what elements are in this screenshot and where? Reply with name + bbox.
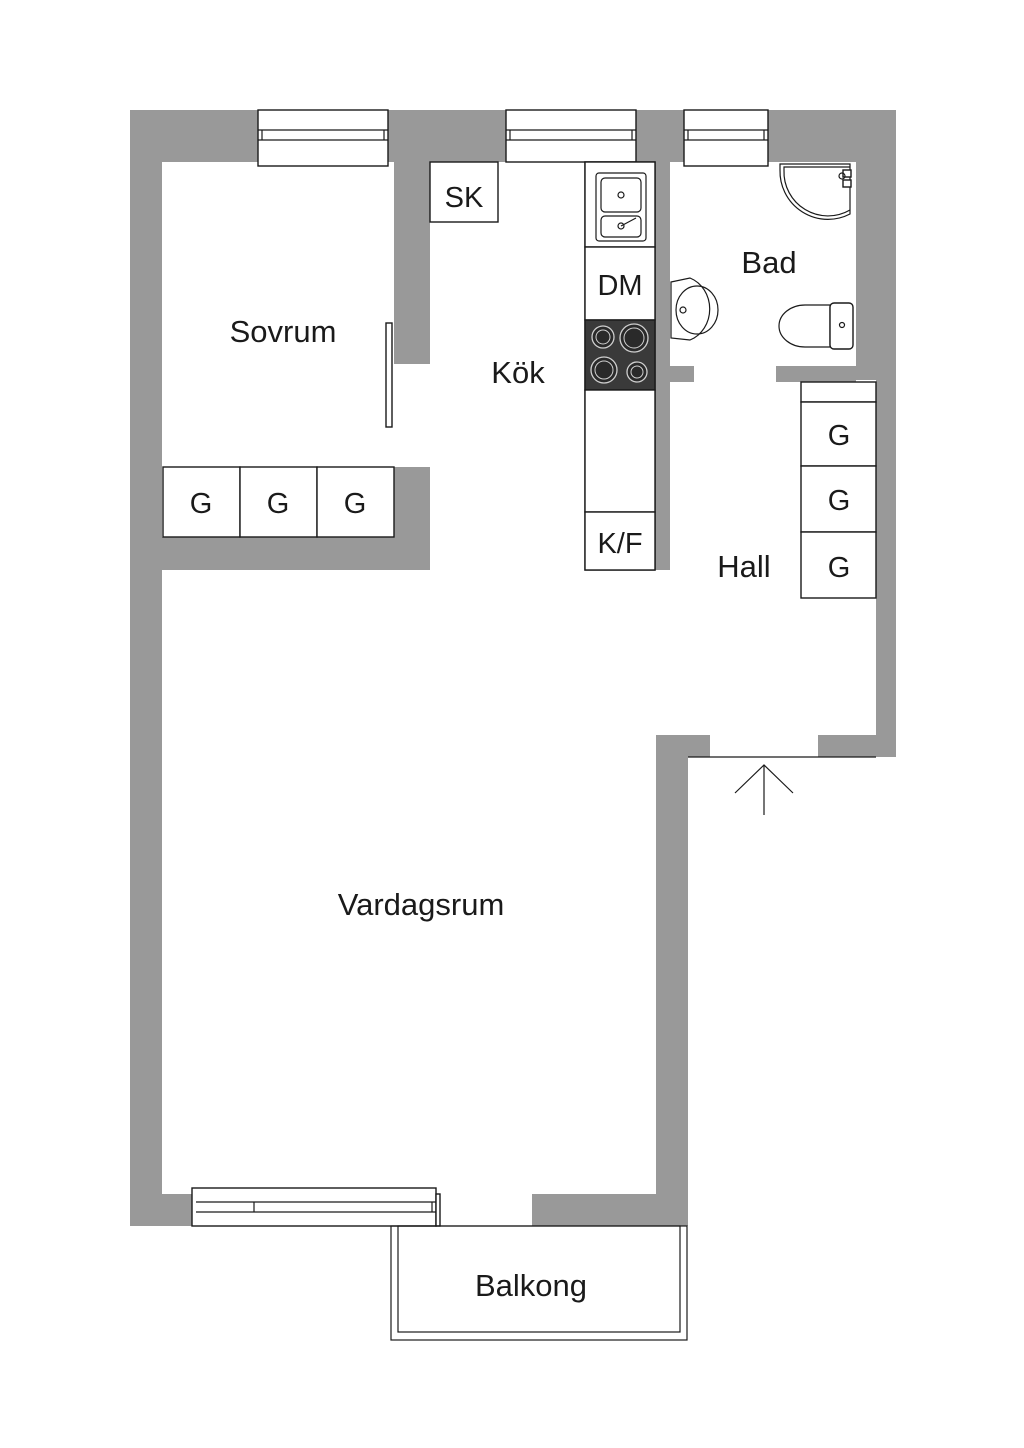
toilet-icon [778, 302, 854, 350]
wardrobe-label: G [190, 488, 213, 520]
shower-icon [779, 163, 852, 220]
sk-label: SK [445, 182, 484, 214]
hall-wardrobes: G G G [800, 381, 877, 599]
sink-icon [584, 161, 656, 248]
dm-label: DM [597, 270, 642, 302]
window-living-room [191, 1187, 441, 1227]
room-label-kok: Kök [491, 355, 545, 390]
wardrobe-label: G [828, 552, 851, 584]
room-label-vardagsrum: Vardagsrum [338, 887, 505, 922]
entrance-arrow-icon [688, 756, 876, 815]
stove-icon [584, 319, 656, 391]
balcony [390, 1225, 688, 1341]
window-kitchen [505, 109, 637, 163]
washbasin-icon [670, 277, 719, 341]
kitchen-counter: DM K/F [584, 161, 656, 571]
wardrobe-label: G [267, 488, 290, 520]
wardrobe-label: G [828, 420, 851, 452]
room-label-bad: Bad [741, 245, 796, 280]
window-bath [683, 109, 769, 167]
window-bedroom [257, 109, 389, 167]
walls [130, 110, 896, 1226]
wardrobe-label: G [828, 485, 851, 517]
room-label-hall: Hall [717, 549, 770, 584]
bedroom-wardrobes: G G G [162, 466, 395, 538]
room-labels: Sovrum Kök Bad Hall Vardagsrum Balkong [230, 245, 797, 1303]
room-label-sovrum: Sovrum [230, 314, 337, 349]
room-label-balkong: Balkong [475, 1268, 587, 1303]
kf-label: K/F [597, 528, 642, 560]
sliding-door [385, 322, 393, 428]
wardrobe-label: G [344, 488, 367, 520]
cleaning-cabinet: SK [429, 161, 499, 223]
windows [191, 109, 769, 1227]
